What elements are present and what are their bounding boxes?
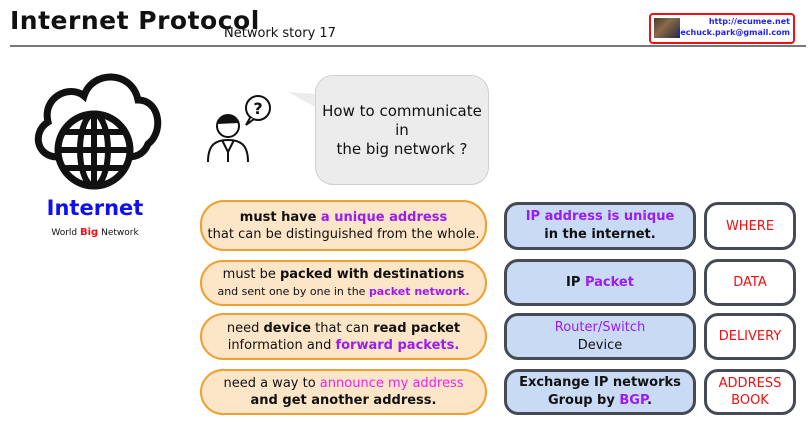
highlight: IP address is unique (525, 209, 675, 224)
tag-delivery: DELIVERY (704, 313, 796, 360)
tag-data: DATA (704, 259, 796, 306)
text: packed with destinations (279, 267, 465, 282)
page-title: Internet Protocol (10, 6, 260, 35)
bubble-line: the big network ? (336, 139, 468, 158)
text: that can (311, 320, 374, 336)
text: information and (227, 337, 336, 353)
bubble-line: How to communicate (322, 101, 482, 120)
requirement-announce: need a way to announce my address and ge… (200, 369, 487, 415)
highlight: packet network. (368, 285, 470, 298)
bubble-line: in (395, 120, 409, 139)
highlight: forward packets. (335, 337, 460, 353)
text: device (263, 320, 312, 336)
text: and get another address. (250, 393, 437, 408)
tagline-network: Network (101, 228, 139, 238)
avatar (654, 18, 680, 38)
internet-tagline: World Big Network (30, 227, 160, 238)
page-subtitle: Network story 17 (224, 26, 336, 41)
text: in the internet. (544, 227, 656, 242)
highlight: BGP (619, 393, 648, 408)
text: Device (577, 337, 623, 353)
answer-ip-address: IP address is unique in the internet. (504, 202, 696, 250)
tag-address-book: ADDRESS BOOK (704, 369, 796, 415)
requirement-unique-address: must have a unique address that can be d… (200, 200, 487, 251)
cloud-globe-icon (34, 73, 162, 190)
answer-ip-packet: IP Packet (504, 259, 696, 306)
highlight: Packet (584, 274, 634, 290)
contact-card: http://ecumee.net lechuck.park@gmail.com (649, 13, 795, 44)
text: that can be distinguished from the whole… (207, 226, 480, 242)
tagline-big: Big (80, 227, 99, 238)
confused-person-icon: ? (207, 95, 271, 163)
highlight: announce my address (319, 376, 464, 391)
text: IP (566, 274, 585, 290)
text: Group by (547, 393, 620, 408)
tag-where: WHERE (704, 202, 796, 250)
answer-bgp: Exchange IP networks Group by BGP. (504, 369, 696, 415)
highlight: a unique address (320, 209, 448, 225)
text: need (226, 320, 264, 336)
text: must be (222, 267, 280, 282)
answer-router-switch: Router/Switch Device (504, 313, 696, 360)
text: must have (239, 209, 321, 225)
highlight: Router/Switch (554, 319, 646, 335)
text: and sent one by one in the (217, 285, 369, 298)
requirement-packed: must be packed with destinations and sen… (200, 260, 487, 306)
internet-label: Internet (46, 196, 144, 220)
contact-url[interactable]: http://ecumee.net (708, 17, 790, 26)
requirement-device: need device that can read packet informa… (200, 313, 487, 360)
text: . (647, 393, 653, 408)
speech-bubble-tail (288, 92, 317, 108)
svg-text:?: ? (253, 99, 262, 118)
text: need a way to (223, 376, 320, 391)
text: Exchange IP networks (519, 375, 681, 390)
header-divider (10, 45, 806, 47)
contact-email[interactable]: lechuck.park@gmail.com (677, 28, 790, 37)
tagline-world: World (51, 228, 78, 238)
text: read packet (373, 320, 461, 336)
